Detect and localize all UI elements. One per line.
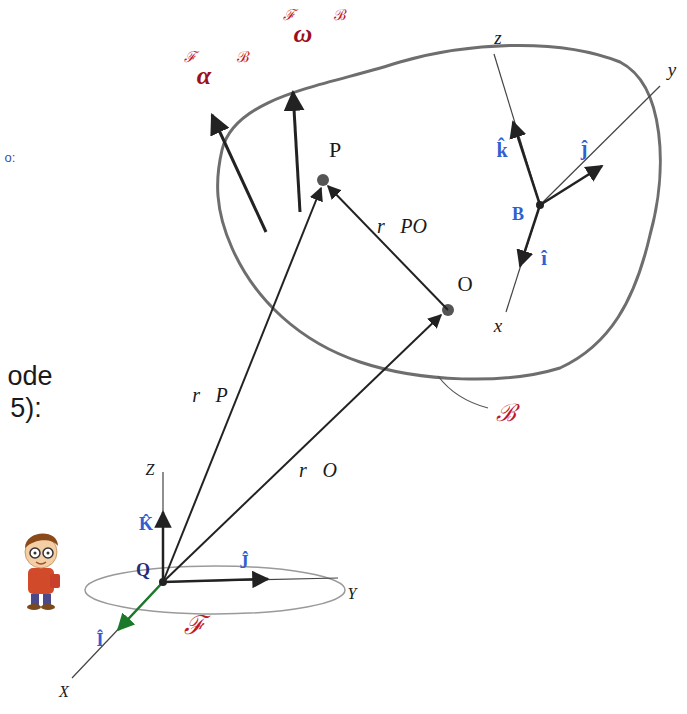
slide-fragment: o: (5, 151, 16, 165)
unit-vector: Î (96, 631, 103, 650)
body-x-axis (506, 205, 540, 312)
body-outline (218, 45, 661, 379)
body-superscript: ℬ (334, 8, 347, 24)
vector-r-o (163, 315, 441, 582)
frame-superscript: ℱ (184, 50, 196, 66)
vector-label: r⃗PO (377, 216, 427, 237)
leader-line (438, 376, 488, 408)
slide-fragment: 5): (10, 394, 42, 422)
omega-vector (293, 92, 300, 212)
vector-r-po (328, 186, 448, 310)
point-label: P (329, 138, 341, 161)
slide-fragment: ode (7, 362, 52, 390)
frame-name: ℱ (184, 612, 205, 639)
axis-label: y (668, 60, 676, 80)
body-y-axis (540, 86, 660, 205)
vector-label: r⃗P (192, 385, 228, 406)
origin-label: B (512, 205, 524, 224)
unit-vector: î (541, 248, 547, 269)
ground-j-unit (163, 579, 268, 582)
body-superscript: ℬ (237, 50, 250, 66)
vector-label: r⃗O (299, 460, 337, 481)
observer-figure (25, 533, 60, 610)
axis-label: x (494, 316, 502, 336)
point-label: O (457, 273, 472, 295)
body-k-unit (513, 122, 540, 205)
unit-vector: ĵ (581, 138, 588, 159)
axis-label: Y (348, 586, 357, 603)
alpha-vector (212, 115, 266, 232)
ground-x-axis (72, 582, 163, 678)
body-name: ℬ (496, 401, 516, 426)
body-j-unit (540, 166, 602, 205)
vector-r-p (163, 188, 321, 582)
axis-label: z (494, 28, 501, 48)
origin-label: Q (136, 561, 150, 580)
alpha-symbol: α⃗ (197, 62, 232, 89)
omega-symbol: ω⃗ (293, 20, 332, 47)
ground-origin (159, 578, 167, 586)
unit-vector: k̂ (496, 140, 507, 161)
ground-ellipse (85, 566, 345, 614)
point-p (317, 174, 329, 186)
ground-k-unit (162, 512, 165, 582)
frame-superscript: ℱ (283, 8, 295, 24)
axis-label: Z (146, 462, 155, 479)
axis-label: X (59, 684, 69, 701)
ground-y-axis (163, 578, 338, 582)
body-z-axis (494, 54, 540, 205)
unit-vector: Ĵ (240, 553, 249, 572)
ground-z-axis (162, 472, 163, 582)
unit-vector: K̂ (139, 515, 153, 534)
body-origin (536, 201, 544, 209)
ground-i-unit (118, 582, 163, 630)
